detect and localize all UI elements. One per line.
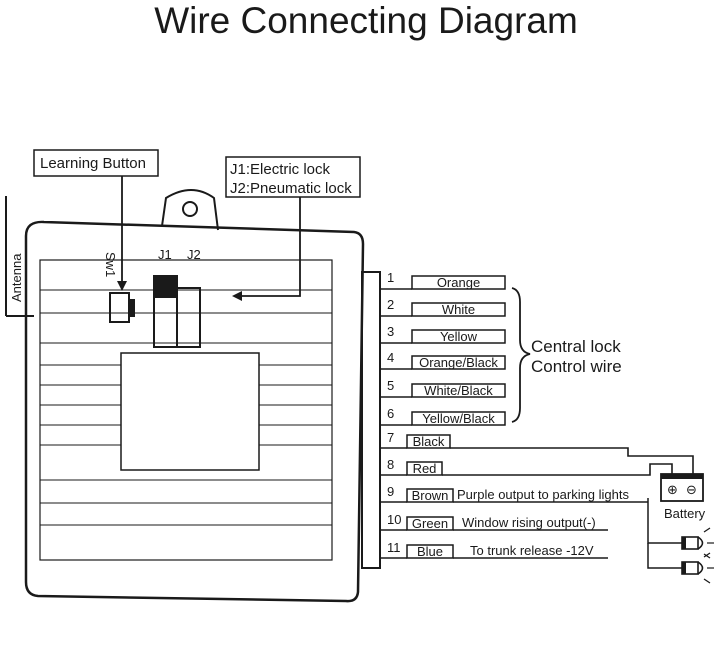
parking-lights [647, 498, 714, 584]
wire-list: 1 Orange 2 White 3 Yellow 4 Orange/Black 5 White/… [380, 270, 648, 559]
wire-number: 2 [387, 297, 394, 312]
wire-color-label: Black [413, 434, 445, 449]
wire-5: 5 White/Black [380, 378, 506, 398]
wire-number: 10 [387, 512, 401, 527]
central-lock-group: Central lock Control wire [511, 287, 622, 423]
receiver-module [24, 189, 381, 603]
wire-number: 1 [387, 270, 394, 285]
wire-color-label: Orange/Black [419, 355, 498, 370]
antenna: Antenna [5, 196, 34, 317]
wire-function-label: Window rising output(-) [462, 515, 596, 530]
wire-number: 6 [387, 406, 394, 421]
antenna-label: Antenna [9, 253, 24, 302]
wire-number: 5 [387, 378, 394, 393]
sw1-label: Sw1 [103, 252, 118, 277]
diagram-title: Wire Connecting Diagram [154, 0, 578, 41]
wire-number: 3 [387, 324, 394, 339]
battery-label: Battery [664, 506, 706, 521]
wire-color-label: Orange [437, 275, 480, 290]
central-lock-label-1: Central lock [531, 337, 621, 356]
wire-2: 2 White [380, 297, 506, 317]
wire-color-label: White/Black [424, 383, 493, 398]
battery: ⊕ ⊖ Battery [442, 447, 706, 521]
wire-number: 4 [387, 350, 394, 365]
lamp-icon [681, 552, 714, 584]
wire-color-label: Yellow/Black [422, 411, 495, 426]
wire-number: 8 [387, 457, 394, 472]
jumper-legend-line-2: J2:Pneumatic lock [230, 180, 352, 197]
wire-number: 7 [387, 430, 394, 445]
wire-number: 9 [387, 484, 394, 499]
wire-color-label: Green [412, 516, 448, 531]
wire-10: 10 Green Window rising output(-) [380, 512, 608, 531]
wire-color-label: White [442, 302, 475, 317]
wire-7: 7 Black [380, 430, 451, 449]
wire-color-label: Blue [417, 544, 443, 559]
central-lock-label-2: Control wire [531, 357, 622, 376]
jumper-block: J1 J2 [153, 247, 201, 348]
wire-function-label: To trunk release -12V [470, 543, 594, 558]
wire-3: 3 Yellow [380, 324, 506, 344]
battery-minus: ⊖ [686, 482, 697, 497]
wire-4: 4 Orange/Black [380, 350, 506, 370]
learning-button-label: Learning Button [40, 155, 146, 172]
j1-label: J1 [158, 247, 172, 262]
jumper-legend-line-1: J1:Electric lock [230, 161, 331, 178]
learning-button: Sw1 [103, 252, 135, 323]
wire-8: 8 Red [380, 457, 443, 476]
learning-button-callout: Learning Button [33, 149, 159, 291]
jumper-legend-callout: J1:Electric lock J2:Pneumatic lock [225, 156, 361, 301]
lamp-icon [681, 527, 714, 559]
wire-1: 1 Orange [380, 270, 506, 290]
wire-11: 11 Blue To trunk release -12V [380, 540, 608, 559]
wire-number: 11 [387, 540, 401, 555]
wire-color-label: Brown [412, 488, 449, 503]
wire-color-label: Red [413, 461, 437, 476]
wire-9: 9 Brown Purple output to parking lights [380, 484, 648, 503]
wire-color-label: Yellow [440, 329, 478, 344]
battery-plus: ⊕ [667, 482, 678, 497]
wire-6: 6 Yellow/Black [380, 406, 506, 426]
j2-label: J2 [187, 247, 201, 262]
wire-function-label: Purple output to parking lights [457, 487, 629, 502]
